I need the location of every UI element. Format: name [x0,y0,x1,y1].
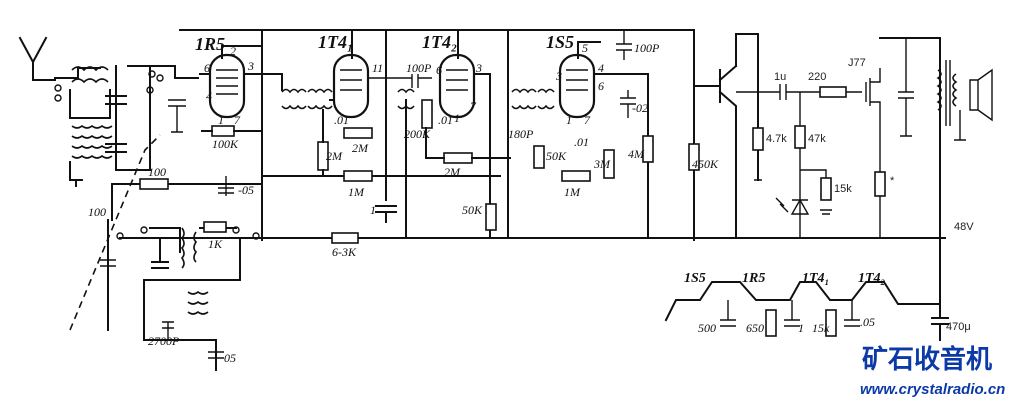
watermark: 矿石收音机 www.crystalradio.cn [860,344,1005,398]
res-2m-a-label: 2M [352,141,369,155]
cap-470-label: 470μ [946,321,971,333]
output-section: 1u 220 J77 4.7k 47k 15k * 48V 470μ [693,33,993,341]
pin-label: 1 [218,113,224,127]
pin-label: 3 [475,61,482,75]
pin-label: 7 [470,99,477,113]
pin-label: 4 [598,61,604,75]
res-450k-label: 450K [692,157,719,171]
res-50k-a-label: 50K [462,203,483,217]
pin-label: 4 [206,89,212,103]
cap-01-c-label: .01 [574,135,589,149]
res-100-label: 100 [148,165,166,179]
res-100k-label: 100K [212,137,239,151]
filament-1r5-label: 1R5 [742,271,765,286]
cap-05-label: -05 [238,183,254,197]
res-1m-a-label: 1M [348,185,365,199]
filament-1t4-2-label: 1T4₂ [858,271,886,286]
tube-1s5-label: 1S5 [546,32,574,52]
res-star-label: * [890,175,895,187]
res-650-label: 650 [746,321,764,335]
if-stage-2: 100P 1T4₂ 6 3 200K .01 2M 1 7 50K [368,29,511,239]
res-2m-b-label: 2M [326,149,343,163]
filament-1s5-label: 1S5 [684,271,706,286]
cap-180p-label: 180P [508,127,534,141]
tube-1t4-2-label: 1T4₂ [422,32,457,52]
pin-label: 11 [372,61,383,75]
res-1m-b-label: 1M [564,185,581,199]
pin-label: 1 [566,113,572,127]
fet-label: J77 [848,57,866,69]
tube-1r5-label: 1R5 [195,34,225,54]
res-15k-label: 15k [834,183,852,195]
tube-1r5: 1R5 6 2 3 4 1 7 100K [179,29,263,151]
v-48-label: 48V [954,221,974,233]
cap-1u-label: 1u [774,71,786,83]
pin-label: 3 [555,69,562,83]
res-15k-filament-label: 15k [812,321,830,335]
cap-05-b-label: 05 [224,351,236,365]
oscillator-section: 1K 2700P 05 100 6-3K [88,205,359,371]
pin-label: 7 [584,113,591,127]
cap-2700p-label: 2700P [148,334,180,348]
filament-chain: 1S5 1R5 1T4₁ 1T4₂ 500 650 1 15k .05 [664,271,941,337]
tube-1t4-1-label: 1T4₁ [318,32,353,52]
antenna-symbol [18,36,56,81]
input-rf-section [54,65,199,331]
res-2m-c-label: 2M [444,165,461,179]
pin-label: 1 [454,111,460,125]
pin-label: 5 [582,41,588,55]
res-220-label: 220 [808,71,826,83]
res-1k-label: 1K [208,237,223,251]
res-4-7k-label: 4.7k [766,133,787,145]
cap-100p-a-label: 100P [406,61,432,75]
watermark-brand: 矿石收音机 [862,344,992,375]
cap-100p-b-label: 100P [634,41,660,55]
if-stage-1: 1T4₁ 11 2M 2M 1M .01 1 [261,29,407,239]
pin-label: 6 [598,79,604,93]
pin-label: 3 [247,59,254,73]
watermark-url: www.crystalradio.cn [860,381,1005,398]
pin-label: 6 [436,63,442,77]
res-200k-label: 200K [404,127,431,141]
filament-1t4-1-label: 1T4₁ [802,271,829,286]
res-63k-label: 6-3K [332,245,357,259]
res-500-label: 500 [698,321,716,335]
cap-02-label: -02 [632,101,648,115]
pin-label: 2 [230,44,236,58]
pin-label: 6 [204,61,210,75]
res-3m-label: 3M [593,157,611,171]
cap-01-b-label: .01 [438,113,453,127]
cap-05-filament-label: .05 [860,315,875,329]
res-47k-label: 47k [808,133,826,145]
detector-stage: 180P 50K 1S5 5 4 3 6 1 7 100P -02 3M 1M … [508,30,719,239]
cap-100-label: 100 [88,205,106,219]
res-4m-label: 4M [628,147,645,161]
res-50k-b-label: 50K [546,149,567,163]
cap-01-a-label: .01 [334,113,349,127]
cap-1-filament-label: 1 [798,321,804,335]
cap-1-label: 1 [370,203,376,217]
pin-label: 7 [234,113,241,127]
